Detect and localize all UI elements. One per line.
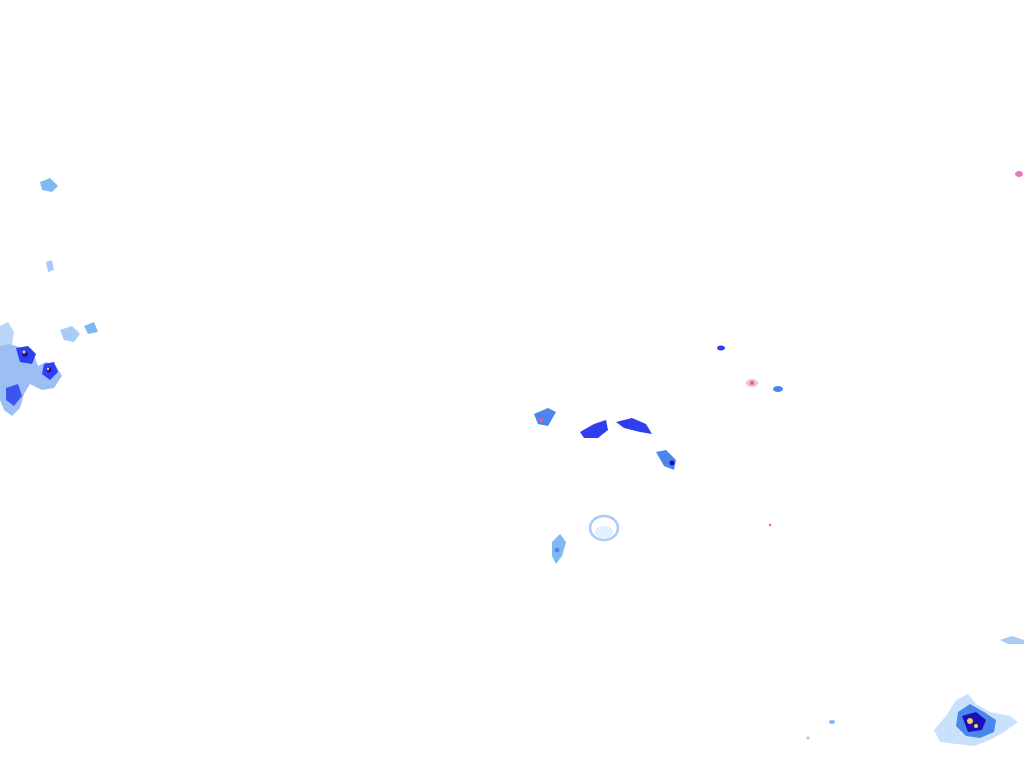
central-ring-outer — [588, 514, 620, 542]
east-cell-2-core — [750, 381, 754, 385]
central-arc-1 — [534, 408, 556, 426]
precip-cell-southeast-cluster — [806, 636, 1024, 746]
precip-cell-central-arc — [534, 408, 676, 470]
central-arc-1-core — [539, 418, 543, 422]
central-ring-fill — [595, 526, 613, 538]
central-south-core — [554, 547, 560, 553]
west-upper-patch-3 — [60, 326, 80, 342]
southeast-edge-2 — [829, 720, 835, 724]
central-arc-2 — [580, 420, 608, 438]
central-arc-3 — [616, 418, 652, 434]
northeast-edge-cell — [1015, 171, 1023, 177]
precip-cell-east-small — [717, 345, 783, 527]
southeast-extreme-1 — [967, 718, 973, 724]
precip-cell-central-south — [552, 534, 566, 564]
southeast-extreme-2 — [974, 724, 978, 728]
west-upper-patch-1 — [40, 178, 58, 192]
southeast-edge-1 — [1000, 636, 1024, 644]
southeast-edge-3 — [806, 736, 810, 740]
west-upper-patch-2 — [46, 260, 54, 272]
east-cell-4 — [768, 523, 772, 527]
west-extreme-1 — [22, 350, 26, 354]
central-arc-4-core — [669, 460, 675, 466]
west-light-haze — [0, 322, 14, 346]
west-upper-patch-4 — [84, 322, 98, 334]
precip-cell-west-upper-patch — [40, 178, 98, 342]
east-cell-3 — [773, 386, 783, 392]
southeast-core — [962, 712, 986, 732]
precip-cell-northeast-edge — [1015, 171, 1023, 177]
west-extreme-2 — [46, 367, 50, 371]
precip-cell-west-cluster — [0, 322, 62, 416]
east-cell-1 — [717, 345, 725, 351]
west-core-3 — [6, 384, 22, 406]
precip-cell-central-ring — [588, 514, 620, 542]
